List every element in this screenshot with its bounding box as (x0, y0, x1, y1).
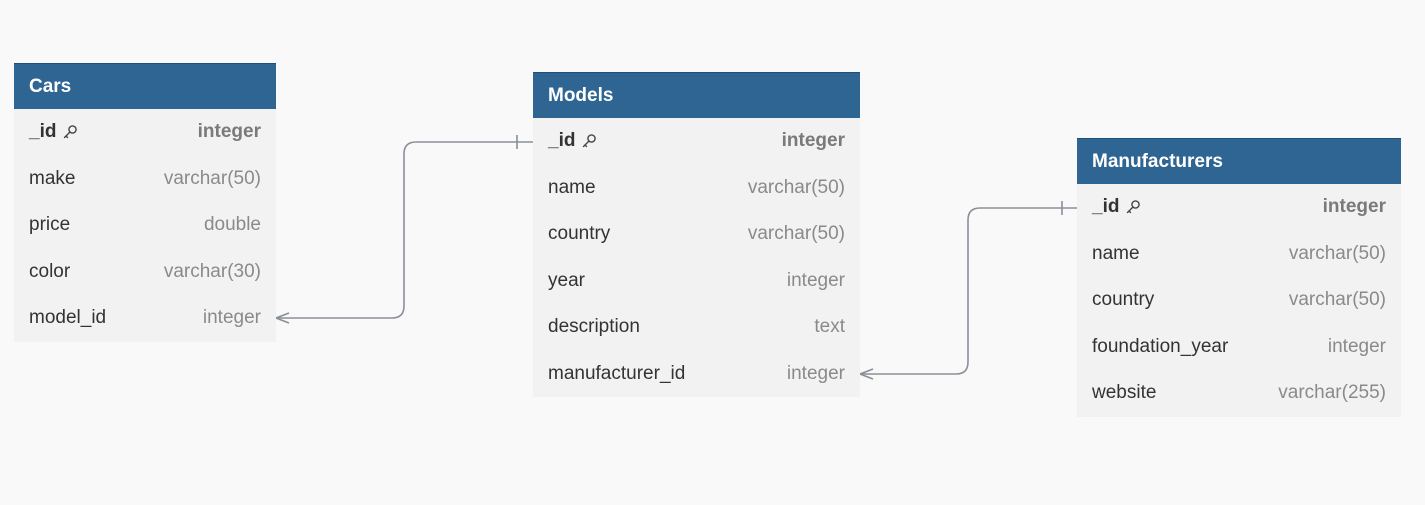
field-row[interactable]: color varchar(30) (14, 249, 276, 296)
field-type: integer (202, 307, 261, 329)
field-row[interactable]: foundation_year integer (1077, 324, 1401, 371)
relationship-cars-models[interactable] (275, 135, 533, 324)
field-type: varchar(50) (1288, 289, 1386, 311)
field-row[interactable]: manufacturer_id integer (533, 351, 860, 398)
field-name: _id (1092, 196, 1120, 218)
field-type: integer (197, 121, 261, 143)
field-row[interactable]: website varchar(255) (1077, 370, 1401, 417)
table-header[interactable]: Cars (14, 63, 276, 109)
field-type: varchar(255) (1278, 382, 1386, 404)
field-row[interactable]: description text (533, 304, 860, 351)
table-title: Manufacturers (1092, 150, 1223, 172)
field-name: foundation_year (1092, 335, 1229, 357)
key-icon (1125, 199, 1141, 215)
field-row[interactable]: price double (14, 202, 276, 249)
field-row[interactable]: name varchar(50) (533, 165, 860, 212)
table-title: Cars (29, 75, 72, 97)
key-icon (62, 124, 78, 140)
connector-line (276, 141, 533, 319)
field-name: website (1092, 382, 1157, 404)
field-name: _id (29, 121, 57, 143)
table-title: Models (548, 84, 614, 106)
field-name: price (29, 214, 71, 236)
crowfoot-many-marker (275, 312, 290, 324)
field-row[interactable]: name varchar(50) (1077, 231, 1401, 278)
field-row[interactable]: country varchar(50) (1077, 277, 1401, 324)
field-name: name (1092, 242, 1140, 264)
table-models[interactable]: Models _id integer name varchar(50) coun… (533, 72, 860, 397)
field-row[interactable]: model_id integer (14, 295, 276, 342)
field-name: description (548, 316, 640, 338)
table-manufacturers[interactable]: Manufacturers _id integer name varchar(5… (1077, 138, 1401, 417)
field-type: double (203, 214, 261, 236)
field-name: make (29, 167, 76, 189)
connector-line (860, 207, 1077, 375)
field-name: color (29, 260, 71, 282)
field-row[interactable]: country varchar(50) (533, 211, 860, 258)
field-row[interactable]: make varchar(50) (14, 156, 276, 203)
relationship-models-manufacturers[interactable] (859, 201, 1077, 380)
field-name: year (548, 269, 585, 291)
field-type: varchar(30) (163, 260, 261, 282)
table-header[interactable]: Manufacturers (1077, 138, 1401, 184)
field-type: varchar(50) (747, 176, 845, 198)
field-name: country (1092, 289, 1155, 311)
table-header[interactable]: Models (533, 72, 860, 118)
field-type: varchar(50) (747, 223, 845, 245)
field-type: integer (786, 362, 845, 384)
field-type: varchar(50) (163, 167, 261, 189)
field-type: integer (781, 130, 845, 152)
field-name: manufacturer_id (548, 362, 686, 384)
field-type: text (814, 316, 845, 338)
field-type: varchar(50) (1288, 242, 1386, 264)
field-row[interactable]: _id integer (1077, 184, 1401, 231)
field-name: model_id (29, 307, 107, 329)
field-name: _id (548, 130, 576, 152)
field-type: integer (786, 269, 845, 291)
field-row[interactable]: _id integer (533, 118, 860, 165)
key-icon (581, 133, 597, 149)
field-type: integer (1327, 335, 1386, 357)
field-row[interactable]: year integer (533, 258, 860, 305)
field-name: country (548, 223, 611, 245)
crowfoot-many-marker (859, 368, 874, 380)
field-row[interactable]: _id integer (14, 109, 276, 156)
field-type: integer (1322, 196, 1386, 218)
field-name: name (548, 176, 596, 198)
table-cars[interactable]: Cars _id integer make varchar(50) price … (14, 63, 276, 342)
